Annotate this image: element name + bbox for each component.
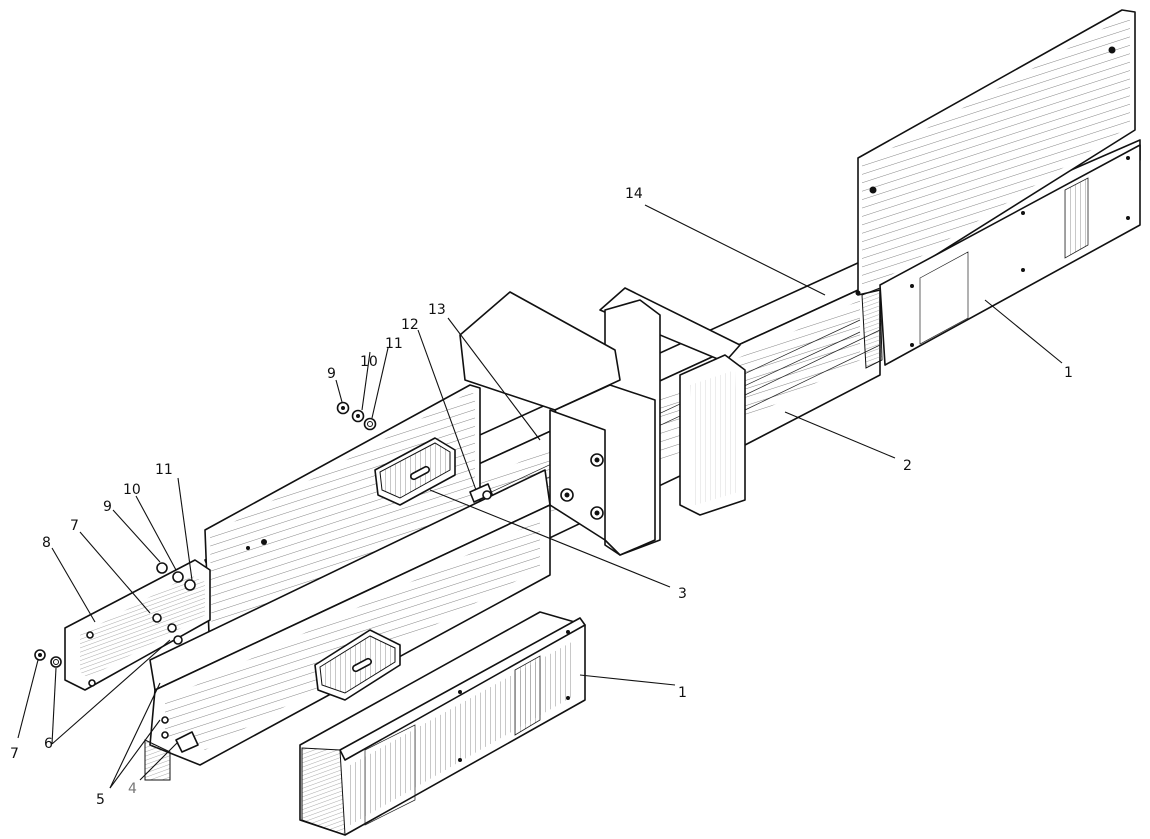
fasteners [34, 401, 493, 668]
rubber-pad-upper [374, 437, 456, 506]
callout-1-lower: 1 [678, 685, 687, 701]
bracket-block [459, 291, 656, 556]
callout-12: 12 [401, 317, 419, 333]
callout-labels: 1 1 2 3 4 5 6 7 7 8 9 9 10 10 11 11 12 1… [10, 186, 1073, 808]
rubber-pad-lower [314, 629, 401, 701]
leader-lines [17, 204, 1063, 789]
callout-11-top: 11 [385, 336, 403, 352]
left-end-bracket [64, 559, 211, 691]
callout-9-left: 9 [103, 499, 112, 515]
callout-6: 6 [44, 736, 53, 752]
callout-8: 8 [42, 535, 51, 551]
callout-11-left: 11 [155, 462, 173, 478]
callout-10-left: 10 [123, 482, 141, 498]
callout-1-upper: 1 [1064, 365, 1073, 381]
callout-9-top: 9 [327, 366, 336, 382]
callout-7-lower: 7 [10, 746, 19, 762]
callout-2: 2 [903, 458, 912, 474]
callout-14: 14 [625, 186, 643, 202]
right-light-housing [861, 144, 1141, 369]
callout-5: 5 [96, 792, 105, 808]
callout-10-top: 10 [360, 354, 378, 370]
callout-3: 3 [678, 586, 687, 602]
callout-7-upper: 7 [70, 518, 79, 534]
right-upper-panel [855, 9, 1136, 296]
callout-13: 13 [428, 302, 446, 318]
callout-4: 4 [128, 781, 137, 797]
lower-light-housing [299, 611, 586, 836]
left-beam-section [144, 469, 551, 781]
